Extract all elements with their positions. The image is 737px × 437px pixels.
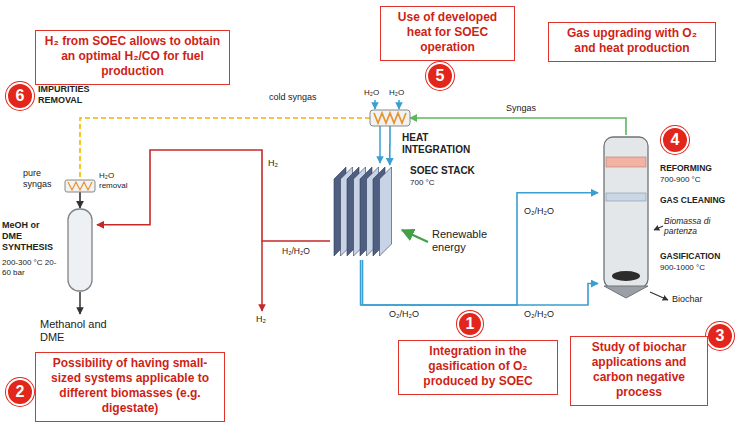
process-label: 900-1000 °C	[660, 263, 734, 273]
process-label: GAS CLEANING	[660, 195, 734, 205]
edge-label: pure syngas	[22, 168, 62, 190]
gasifier-vessel-outline	[598, 135, 654, 300]
exchanger-body	[370, 110, 410, 126]
reforming-bed	[606, 157, 646, 167]
flow-connector	[361, 193, 598, 305]
callout-number: 1	[457, 311, 483, 337]
callout-box: Possibility of having small-sized system…	[35, 352, 225, 422]
callout-number: 2	[6, 378, 34, 406]
edge-label: cold syngas	[268, 92, 318, 103]
heating-coil	[374, 113, 406, 123]
synthesis-reactor-outline	[63, 208, 97, 292]
callout-text: Use of developed heat for SOEC operation	[387, 10, 508, 55]
process-label: H₂O removal	[99, 171, 141, 190]
reactor-column	[68, 209, 92, 291]
stream-label: O₂/H₂O	[524, 309, 564, 320]
callout-text: H₂ from SOEC allows to obtain an optimal…	[42, 34, 223, 79]
heat-exchanger-outline	[370, 110, 410, 126]
cooling-coil	[68, 182, 92, 190]
water-separator-outline	[65, 180, 95, 192]
biomass-feed-arrow	[654, 226, 663, 230]
callout-number: 5	[426, 62, 454, 90]
process-label: 700-900 °C	[660, 175, 734, 185]
cell-plate	[380, 167, 392, 256]
callout-box: H₂ from SOEC allows to obtain an optimal…	[35, 30, 230, 85]
flow-connector	[389, 126, 391, 165]
flow-connector	[80, 118, 370, 180]
synthesis-reactor: MeOH or DME SYNTHESIS200-300 °C 20-60 ba…	[63, 208, 97, 292]
char-bed	[612, 271, 640, 281]
callout-number: 6	[16, 87, 25, 105]
soec-stack-outline	[330, 165, 395, 260]
process-label: SOEC STACK	[410, 165, 490, 177]
process-label: MeOH or DME SYNTHESIS	[2, 220, 60, 252]
callout-text: Possibility of having small-sized system…	[42, 356, 218, 416]
energy-label: Renewable energy	[432, 228, 502, 254]
callout-number: 4	[671, 131, 680, 149]
hydrogen-outlet	[261, 241, 263, 311]
feed-label: Biomassa di partenza	[664, 216, 734, 236]
process-label: IMPURITIES REMOVAL	[38, 84, 118, 106]
biochar-arrow	[650, 292, 668, 300]
process-label: 200-300 °C 20-60 bar	[2, 258, 60, 277]
callout-text: Integration in the gasification of O₂ pr…	[405, 344, 551, 389]
edge-label: H₂	[267, 158, 279, 169]
edge-label: O₂/H₂O	[388, 309, 420, 320]
gasifier-vessel: REFORMING700-900 °CGAS CLEANINGGASIFICAT…	[598, 135, 654, 300]
edge-label: Syngas	[505, 103, 537, 114]
callout-number: 5	[436, 67, 445, 85]
stream-label: H₂O	[364, 88, 386, 98]
cleaning-filter	[606, 193, 646, 201]
steam-inlet	[398, 100, 400, 109]
flow-connector	[363, 260, 599, 305]
process-label: HEAT INTEGRATION	[402, 132, 482, 156]
callout-text: Study of biochar applications and carbon…	[577, 340, 701, 400]
callout-number: 4	[661, 126, 689, 154]
callout-box: Gas upgrading with O₂ and heat productio…	[548, 22, 716, 62]
soec-stack: SOEC STACK700 °C	[330, 165, 395, 260]
stream-label: H₂	[256, 314, 276, 325]
callout-box: Use of developed heat for SOEC operation	[380, 6, 515, 61]
callout-number: 2	[16, 383, 25, 401]
energy-arrow	[402, 230, 428, 242]
heat-exchanger: HEAT INTEGRATION	[370, 110, 410, 126]
vessel-bottom	[604, 286, 648, 298]
separator-body	[65, 180, 95, 192]
stream-label: H₂O	[389, 88, 411, 98]
process-label: GASIFICATION	[660, 251, 734, 261]
flow-connector	[97, 150, 330, 241]
product-arrow	[79, 292, 81, 314]
process-label: 700 °C	[410, 178, 470, 188]
flow-connector	[79, 192, 81, 208]
process-label: REFORMING	[660, 163, 734, 173]
stream-label: H₂/H₂O	[282, 246, 326, 256]
output-label: Biochar	[672, 294, 722, 305]
callout-box: Study of biochar applications and carbon…	[570, 336, 708, 406]
callout-box: Integration in the gasification of O₂ pr…	[398, 340, 558, 395]
steam-line	[379, 126, 381, 163]
steam-inlet	[374, 100, 376, 109]
water-separator: H₂O removal	[65, 180, 95, 192]
callout-text: Gas upgrading with O₂ and heat productio…	[555, 26, 709, 56]
edge-label: O₂/H₂O	[523, 206, 555, 217]
callout-number: 3	[716, 327, 725, 345]
flow-connector	[410, 118, 626, 135]
callout-number: 1	[466, 315, 475, 333]
callout-number: 6	[6, 82, 34, 110]
vessel-wall	[604, 137, 648, 288]
callout-number: 3	[706, 322, 734, 350]
product-label: Methanol and DME	[40, 318, 130, 344]
